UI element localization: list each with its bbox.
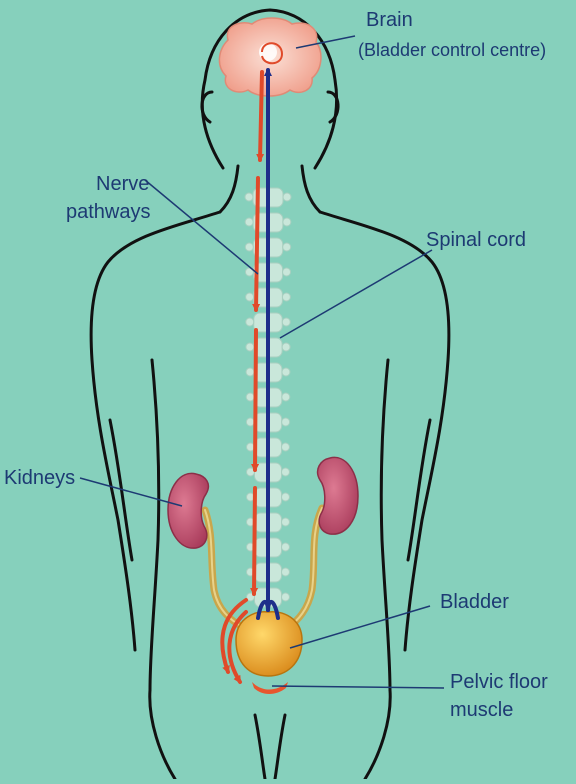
label-spinal-cord: Spinal cord: [426, 228, 526, 252]
vertebra-process: [245, 243, 253, 251]
torso-right: [381, 360, 390, 690]
vertebra-process: [282, 543, 290, 551]
label-nerve-line2: pathways: [66, 200, 151, 224]
leg-left: [150, 690, 175, 779]
label-bladder: Bladder: [440, 590, 509, 614]
vertebra-process: [282, 493, 290, 501]
vertebra-process: [246, 318, 254, 326]
vertebra-process: [282, 293, 290, 301]
brain-organ: [219, 18, 321, 96]
label-brain-sub: (Bladder control centre): [358, 38, 546, 62]
neck-right: [302, 166, 320, 212]
vertebra-process: [282, 343, 290, 351]
vertebra-process: [282, 518, 290, 526]
vertebra-process: [282, 418, 290, 426]
bladder-organ: [236, 612, 302, 676]
vertebra-process: [283, 218, 291, 226]
vertebra-process: [246, 368, 254, 376]
vertebra-process: [246, 293, 254, 301]
label-nerve-line1: Nerve: [96, 172, 149, 196]
vertebra-process: [245, 218, 253, 226]
label-pelvic-line1: Pelvic floor: [450, 670, 548, 694]
vertebra-process: [246, 343, 254, 351]
pelvic-floor-muscle: [252, 682, 288, 694]
leader-pelvic: [272, 686, 444, 688]
leg-right: [365, 690, 390, 779]
vertebra-process: [245, 193, 253, 201]
vertebra-process: [283, 243, 291, 251]
leader-spinal: [280, 250, 432, 338]
vertebra-process: [282, 443, 290, 451]
label-pelvic-line2: muscle: [450, 698, 513, 722]
label-kidneys: Kidneys: [4, 466, 75, 490]
vertebra-process: [283, 193, 291, 201]
vertebra-process: [282, 468, 290, 476]
vertebra-process: [282, 368, 290, 376]
neck-left: [220, 166, 238, 212]
leader-kidneys: [80, 478, 182, 506]
leader-nerve: [145, 180, 258, 274]
vertebra-process: [283, 268, 291, 276]
leader-bladder: [290, 606, 430, 648]
vertebra-process: [282, 393, 290, 401]
vertebra-process: [246, 393, 254, 401]
vertebra-process: [282, 318, 290, 326]
vertebra-process: [282, 593, 290, 601]
kidney-right: [318, 457, 358, 534]
crotch: [255, 715, 285, 779]
vertebra-process: [282, 568, 290, 576]
vertebra-process: [246, 418, 254, 426]
label-brain: Brain: [366, 8, 413, 32]
torso-left: [150, 360, 159, 690]
